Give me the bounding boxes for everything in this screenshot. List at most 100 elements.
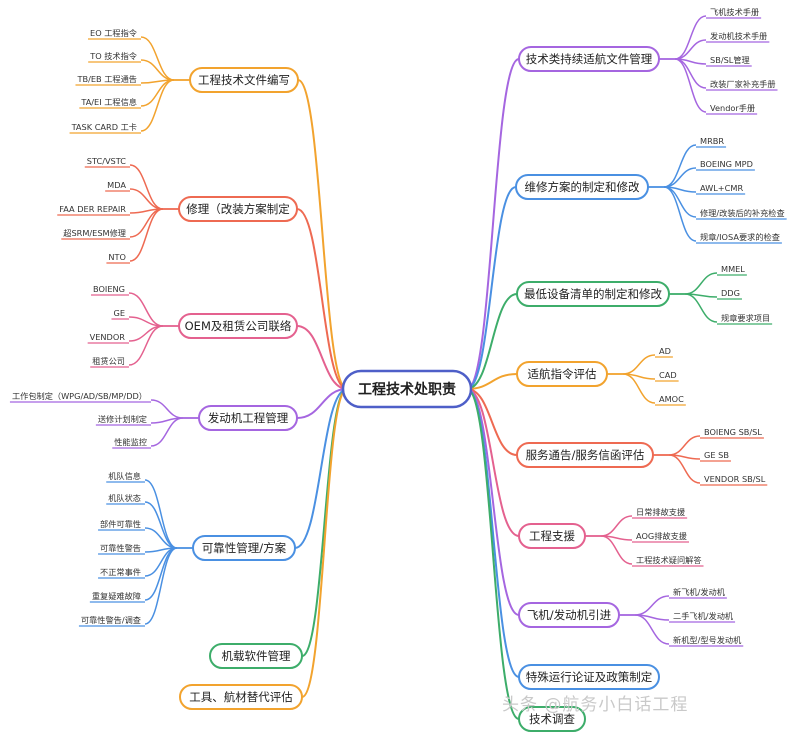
branch-node-b4[interactable]: 发动机工程管理 [198,405,298,431]
leaf-connector [140,79,175,132]
leaf-node[interactable]: VENDOR [90,332,126,342]
leaf-node[interactable]: Vendor手册 [710,103,755,113]
leaf-node[interactable]: DDG [721,288,740,298]
leaf-connector [129,208,164,262]
leaf-node[interactable]: BOIENG SB/SL [704,427,762,437]
branch-node-b7[interactable]: 工具、航材替代评估 [179,684,303,710]
branch-node-b1[interactable]: 工程技术文件编写 [189,67,299,93]
branch-label: 技术类持续适航文件管理 [526,52,653,66]
root-node[interactable]: 工程技术处职责 [341,369,473,409]
branch-node-box [518,523,586,549]
branch-node-box [179,684,303,710]
leaf-node[interactable]: AD [659,346,671,356]
branch-node-b14[interactable]: 飞机/发动机引进 [518,602,620,628]
leaf-node[interactable]: 可靠性警告 [100,543,141,553]
leaf-node[interactable]: BOIENG [93,284,125,294]
leaf-node[interactable]: AWL+CMR [700,183,743,193]
leaf-node[interactable]: AMOC [659,394,684,404]
branch-connector [296,388,348,419]
leaf-node[interactable]: MDA [107,180,126,190]
leaf-node[interactable]: 飞机技术手册 [710,7,759,17]
leaf-node[interactable]: 可靠性警告/调查 [81,615,141,625]
leaf-connector [668,454,701,484]
leaf-node[interactable]: MRBR [700,136,724,146]
branch-node-b3[interactable]: OEM及租赁公司联络 [178,313,298,339]
branch-label: 工具、航材替代评估 [189,690,293,704]
leaf-connector [663,186,697,242]
branch-node-b2[interactable]: 修理（改装方案制定 [178,196,298,222]
branch-connector [466,186,517,390]
branch-connector [466,388,520,678]
leaf-node[interactable]: 机队状态 [108,493,141,503]
leaf-node[interactable]: BOEING MPD [700,159,753,169]
branch-node-box [518,664,660,690]
leaf-node[interactable]: 二手飞机/发动机 [673,611,734,621]
leaf-node[interactable]: 机队信息 [108,471,141,481]
leaf-node[interactable]: TO 技术指令 [89,51,137,61]
leaf-node[interactable]: GE [113,308,125,318]
leaf-node[interactable]: NTO [108,252,126,262]
leaf-connector [622,354,656,375]
branch-connector [294,388,348,549]
leaf-node[interactable]: 租赁公司 [92,356,125,366]
leaf-node[interactable]: MMEL [721,264,745,274]
branch-label: 技术调查 [529,712,575,726]
leaf-node[interactable]: 修理/改装后的补充检查 [700,208,785,218]
branch-node-box [516,361,608,387]
branch-node-b15[interactable]: 特殊运行论证及政策制定 [518,664,660,690]
leaf-node[interactable]: 规章要求项目 [721,313,770,323]
leaf-node[interactable]: VENDOR SB/SL [704,474,766,484]
leaf-node[interactable]: 超SRM/ESM修理 [63,228,126,238]
leaf-node[interactable]: 新机型/型号发动机 [673,635,742,645]
branch-node-box [518,46,660,72]
leaf-node[interactable]: TB/EB 工程通告 [76,74,137,84]
leaf-node[interactable]: 性能监控 [114,437,147,447]
leaf-connector [622,373,656,404]
branch-node-b6[interactable]: 机载软件管理 [209,643,303,669]
leaf-node[interactable]: 日常排故支援 [636,507,685,517]
branch-node-b11[interactable]: 适航指令评估 [516,361,608,387]
branch-node-b5[interactable]: 可靠性管理/方案 [192,535,296,561]
branch-node-b8[interactable]: 技术类持续适航文件管理 [518,46,660,72]
branch-label: 修理（改装方案制定 [186,202,290,216]
branch-node-b16[interactable]: 技术调查 [518,706,586,732]
branch-node-b12[interactable]: 服务通告/服务信函评估 [516,442,654,468]
branch-node-box [518,602,620,628]
leaf-connector [144,501,178,549]
leaf-node[interactable]: 规章/IOSA要求的检查 [700,232,780,242]
leaf-node[interactable]: 送修计划制定 [98,414,147,424]
leaf-node[interactable]: STC/VSTC [87,156,127,166]
branch-connector [296,325,348,390]
leaf-connector [663,144,697,188]
leaf-node[interactable]: 工作包制定（WPG/AD/SB/MP/DD） [12,391,147,401]
leaf-node[interactable]: TA/EI 工程信息 [80,97,137,107]
root-label: 工程技术处职责 [358,381,456,398]
leaf-node[interactable]: 改装厂家补充手册 [710,79,776,89]
leaf-node[interactable]: FAA DER REPAIR [59,204,126,214]
leaf-node[interactable]: 工程技术疑问解答 [636,555,702,565]
leaf-connector [140,59,175,81]
leaf-node[interactable]: 发动机技术手册 [710,31,767,41]
branch-label: 特殊运行论证及政策制定 [526,670,653,684]
branch-connector [466,388,520,720]
branch-node-box [518,706,586,732]
branch-node-b9[interactable]: 维修方案的制定和修改 [515,174,649,200]
leaf-node[interactable]: 重复疑难故障 [92,591,141,601]
leaf-node[interactable]: GE SB [704,450,729,460]
leaf-node[interactable]: EO 工程指令 [90,28,137,38]
branch-node-b13[interactable]: 工程支援 [518,523,586,549]
leaf-node[interactable]: 部件可靠性 [100,519,141,529]
leaf-node[interactable]: CAD [659,370,677,380]
leaf-connector [600,535,633,565]
leaf-node[interactable]: AOG排故支援 [636,531,687,541]
branch-label: OEM及租赁公司联络 [185,319,292,333]
leaf-node[interactable]: SB/SL管理 [710,55,750,65]
branch-node-b10[interactable]: 最低设备清单的制定和修改 [516,281,670,307]
leaf-node[interactable]: TASK CARD 工卡 [71,122,137,132]
leaf-node[interactable]: 新飞机/发动机 [673,587,726,597]
connector-layer [9,15,787,720]
leaf-node[interactable]: 不正常事件 [100,567,141,577]
leaf-connector [634,595,670,616]
branch-connector [466,58,520,390]
leaf-connector [144,547,178,625]
